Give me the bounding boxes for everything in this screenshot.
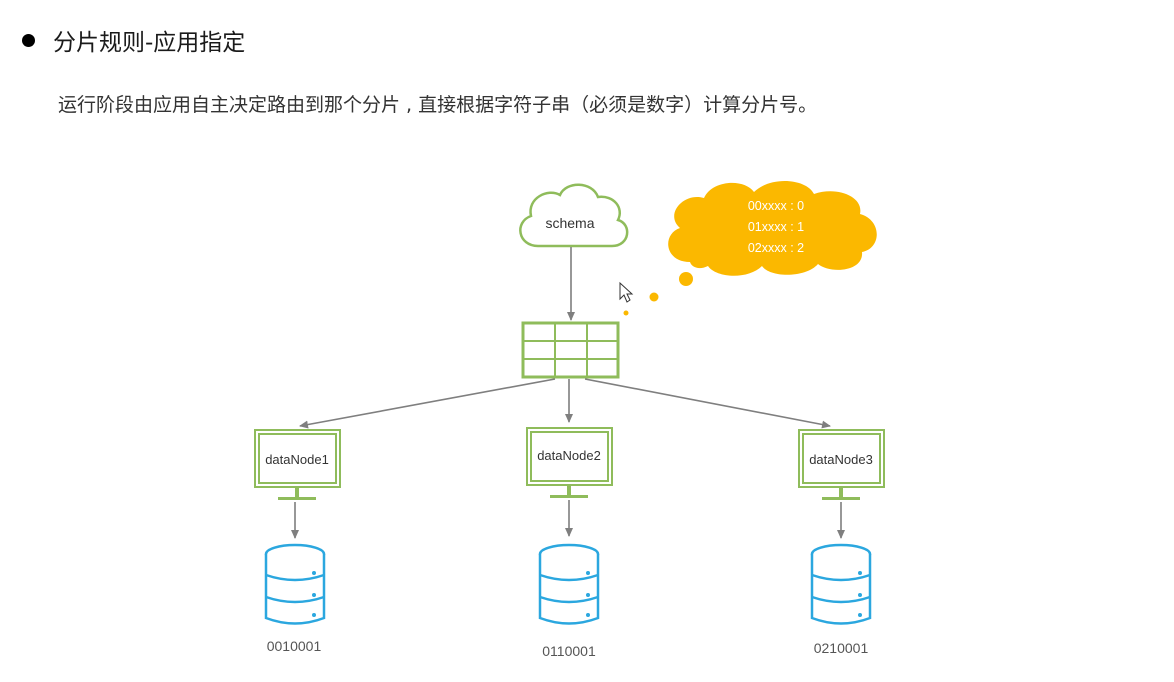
- monitor-icon: [798, 429, 885, 500]
- database-icon: [810, 543, 872, 625]
- data-node-1: dataNode1: [254, 429, 341, 500]
- monitor-icon: [254, 429, 341, 500]
- schema-cloud: schema: [519, 183, 629, 248]
- database-label: 0010001: [267, 638, 322, 654]
- database-label: 0210001: [814, 640, 869, 656]
- callout-bubble-small: [623, 310, 629, 316]
- slide-description: 运行阶段由应用自主决定路由到那个分片 , 直接根据字符子串（必须是数字）计算分片…: [58, 94, 818, 116]
- callout-bubble-large: [679, 272, 693, 286]
- callout-cloud-shape: [668, 180, 877, 276]
- rule-callout: 00xxxx : 0 01xxxx : 1 02xxxx : 2: [623, 180, 877, 316]
- data-node-2: dataNode2: [526, 427, 613, 498]
- bullet-icon: [22, 33, 35, 47]
- callout-line-1: 00xxxx : 0: [748, 199, 804, 213]
- arrow-table-to-node1: [299, 378, 556, 429]
- arrow-table-to-node3: [584, 378, 831, 429]
- data-node-label: dataNode2: [537, 448, 601, 463]
- data-node-3: dataNode3: [798, 429, 885, 500]
- database-3: [810, 543, 872, 625]
- database-label: 0110001: [542, 643, 596, 659]
- database-icon: [538, 543, 600, 625]
- callout-bubble-medium: [649, 292, 659, 302]
- mouse-cursor-icon: [619, 281, 634, 303]
- slide-title: 分片规则-应用指定: [53, 30, 246, 56]
- callout-line-3: 02xxxx : 2: [748, 241, 804, 255]
- database-icon: [264, 543, 326, 625]
- shard-table-icon: [521, 321, 620, 379]
- data-node-label: dataNode1: [265, 452, 329, 467]
- callout-line-2: 01xxxx : 1: [748, 220, 804, 234]
- database-2: [538, 543, 600, 625]
- title-row: 分片规则-应用指定: [22, 20, 245, 60]
- cloud-icon: [519, 183, 629, 248]
- database-1: [264, 543, 326, 625]
- data-node-label: dataNode3: [809, 452, 873, 467]
- schema-label: schema: [545, 215, 594, 231]
- monitor-icon: [526, 427, 613, 498]
